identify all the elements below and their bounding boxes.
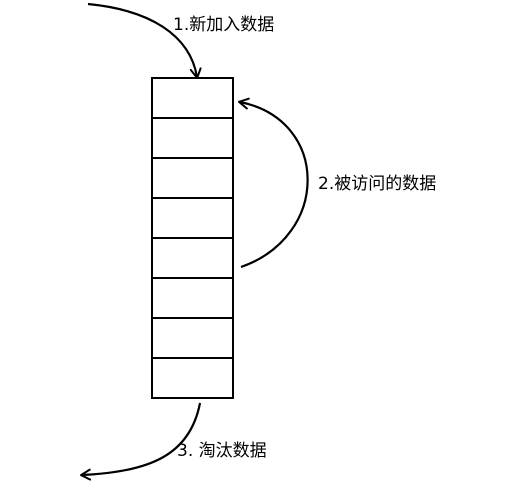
accessed-data-arrow <box>238 97 309 269</box>
cache-cell <box>151 77 234 119</box>
cache-cell <box>151 117 234 159</box>
cache-cell-stack <box>151 77 234 399</box>
cache-cell <box>151 237 234 279</box>
accessed-data-label: 2.被访问的数据 <box>318 174 437 194</box>
new-data-arrow <box>87 2 202 79</box>
cache-cell <box>151 197 234 239</box>
cache-cell <box>151 157 234 199</box>
cache-cell <box>151 317 234 359</box>
evicted-data-label: 3. 淘汰数据 <box>177 441 267 461</box>
evicted-data-arrow <box>80 402 202 481</box>
new-data-label: 1.新加入数据 <box>173 15 275 35</box>
cache-cell <box>151 357 234 399</box>
cache-cell <box>151 277 234 319</box>
